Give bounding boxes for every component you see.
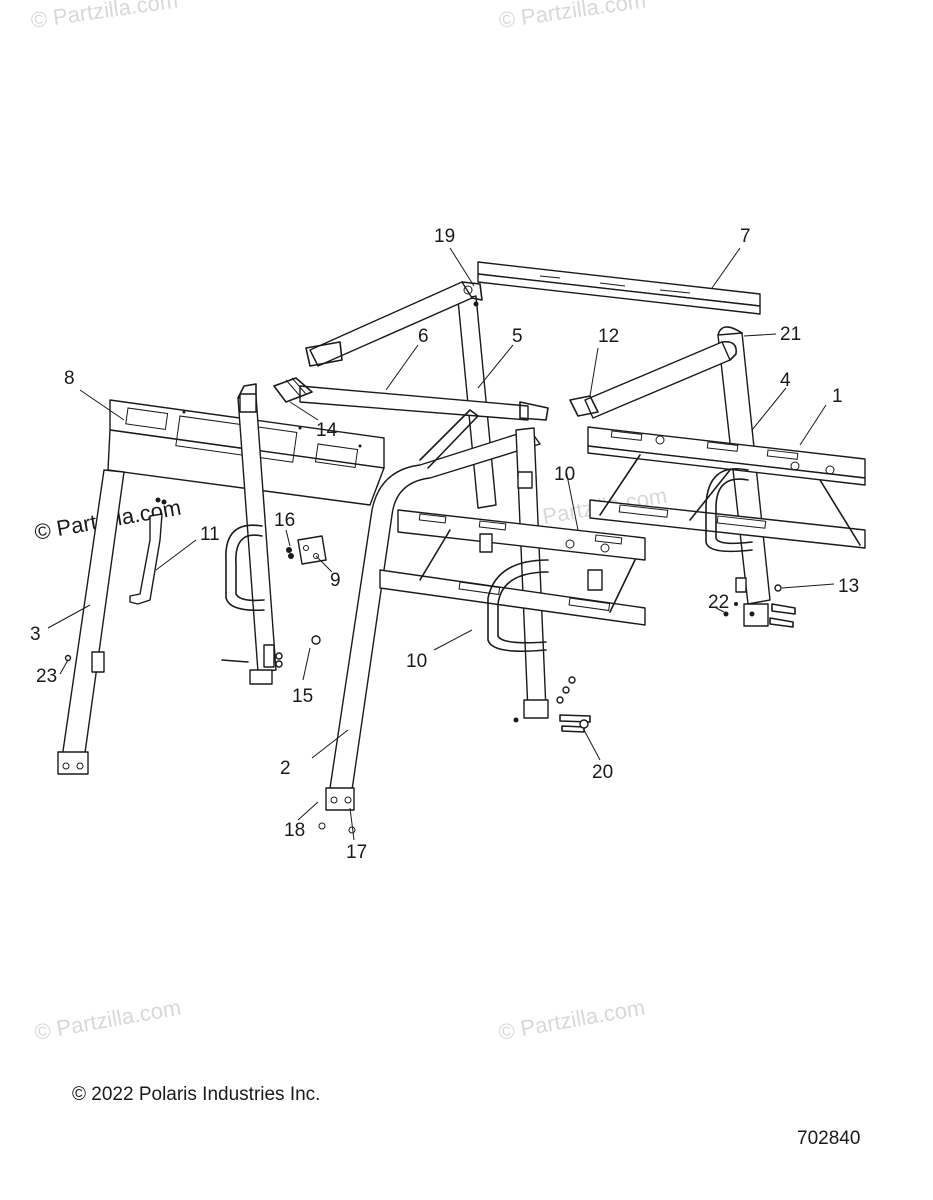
callout-1: 1 bbox=[832, 386, 843, 407]
watermark-bottom-left: © Partzilla.com bbox=[33, 995, 183, 1045]
callout-4: 4 bbox=[780, 370, 791, 391]
callout-10-lower: 10 bbox=[406, 651, 427, 672]
hardware bbox=[64, 471, 782, 733]
callout-9: 9 bbox=[330, 570, 341, 591]
callout-12: 12 bbox=[598, 326, 619, 347]
center-side-rail-10 bbox=[379, 509, 646, 653]
callout-2: 2 bbox=[280, 758, 291, 779]
callout-3: 3 bbox=[30, 624, 41, 645]
callout-20: 20 bbox=[592, 762, 613, 783]
callout-19: 19 bbox=[434, 226, 455, 247]
callout-6: 6 bbox=[418, 326, 429, 347]
callout-15: 15 bbox=[292, 686, 313, 707]
watermark-bottom-right: © Partzilla.com bbox=[497, 995, 647, 1045]
rear-top-left-bar bbox=[305, 281, 483, 367]
callout-23: 23 bbox=[36, 666, 57, 687]
callout-7: 7 bbox=[740, 226, 751, 247]
callout-5: 5 bbox=[512, 326, 523, 347]
callout-11: 11 bbox=[200, 524, 220, 545]
watermark-top-left: © Partzilla.com bbox=[29, 0, 179, 33]
front-rops-frame bbox=[57, 383, 549, 834]
callout-18: 18 bbox=[284, 820, 305, 841]
top-side-tube-6 bbox=[273, 377, 549, 421]
callout-8: 8 bbox=[64, 368, 75, 389]
callout-14: 14 bbox=[316, 420, 338, 441]
callout-22: 22 bbox=[708, 592, 729, 613]
bracket-11 bbox=[129, 497, 167, 605]
callout-16: 16 bbox=[274, 510, 295, 531]
watermark-top-right: © Partzilla.com bbox=[497, 0, 647, 33]
callout-17: 17 bbox=[346, 842, 367, 863]
callout-21: 21 bbox=[780, 324, 801, 345]
rear-rops-frame bbox=[457, 261, 866, 628]
rail-slots-1 bbox=[610, 430, 835, 475]
copyright-notice: © 2022 Polaris Industries Inc. bbox=[72, 1084, 321, 1105]
callouts: 1 2 3 4 5 6 7 8 9 10 10 11 12 13 14 15 1… bbox=[30, 226, 859, 863]
bracket-9 bbox=[297, 535, 327, 565]
top-side-tube-12 bbox=[569, 340, 738, 419]
leader-lines bbox=[47, 247, 835, 841]
callout-13: 13 bbox=[838, 576, 859, 597]
front-grab-handle bbox=[225, 524, 265, 612]
callout-10-upper: 10 bbox=[554, 464, 575, 485]
diagram-number: 702840 bbox=[797, 1128, 861, 1149]
